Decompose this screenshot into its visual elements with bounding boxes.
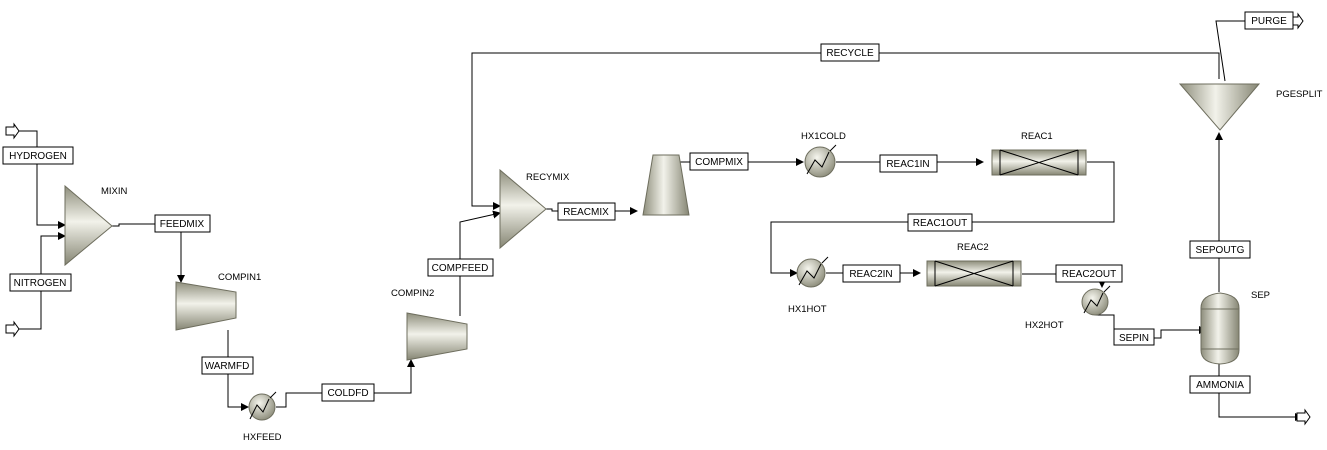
hxfeed-block[interactable]: HXFEED	[243, 391, 282, 443]
splitter-icon	[1178, 83, 1261, 131]
svg-text:HYDROGEN: HYDROGEN	[9, 151, 67, 162]
compfeed-line[interactable]	[459, 210, 501, 316]
sepin-stream-label[interactable]: SEPIN	[1113, 328, 1155, 346]
recymix-label: RECYMIX	[526, 172, 570, 183]
pgesplit-label: PGESPLIT	[1276, 89, 1323, 100]
hx1hot-label: HX1HOT	[788, 304, 827, 315]
compin1-block[interactable]: COMPIN1	[175, 272, 261, 331]
sepoutg-stream-label[interactable]: SEPOUTG	[1189, 240, 1251, 259]
compressor-icon	[175, 281, 237, 331]
reac1-label: REAC1	[1021, 131, 1053, 142]
compfeed-stream-label[interactable]: COMPFEED	[427, 258, 494, 277]
hydrogen-line[interactable]	[18, 130, 66, 229]
recymix-block[interactable]: RECYMIX	[499, 168, 570, 250]
mixin-label: MIXIN	[101, 186, 128, 197]
flash-drum-icon	[1200, 292, 1240, 365]
hx1cold-block[interactable]: HX1COLD	[801, 131, 846, 178]
svg-text:COLDFD: COLDFD	[327, 388, 368, 399]
feedmix-stream-label[interactable]: FEEDMIX	[154, 214, 211, 233]
sep-block[interactable]: SEP	[1200, 290, 1270, 365]
stream-labels: HYDROGEN NITROGEN FEEDMIX WARMFD COLDFD …	[2, 11, 1294, 402]
reacmix-stream-label[interactable]: REACMIX	[557, 202, 616, 221]
warmfd-line[interactable]	[227, 330, 249, 411]
coldfd-line[interactable]	[276, 359, 415, 408]
hx2hot-label: HX2HOT	[1025, 320, 1064, 331]
purge-stream-label[interactable]: PURGE	[1244, 11, 1294, 30]
hx2hot-block[interactable]: HX2HOT	[1025, 285, 1111, 331]
ammonia-product-arrow-icon	[1296, 408, 1311, 426]
svg-text:REAC1IN: REAC1IN	[886, 159, 929, 170]
hydrogen-stream-label[interactable]: HYDROGEN	[2, 146, 74, 165]
hydrogen-feed-arrow-icon	[5, 122, 20, 140]
svg-text:COMPMIX: COMPMIX	[695, 157, 743, 168]
reac2out-stream-label[interactable]: REAC2OUT	[1055, 264, 1123, 283]
compin1-label: COMPIN1	[218, 272, 261, 283]
pgesplit-block[interactable]: PGESPLIT	[1178, 83, 1323, 131]
svg-text:SEPOUTG: SEPOUTG	[1196, 245, 1245, 256]
heat-exchanger-icon	[1081, 288, 1109, 316]
coldfd-stream-label[interactable]: COLDFD	[321, 383, 375, 402]
hxfeed-label: HXFEED	[243, 432, 282, 443]
hx1cold-label: HX1COLD	[801, 131, 846, 142]
svg-text:NITROGEN: NITROGEN	[14, 278, 67, 289]
reac1out-stream-label[interactable]: REAC1OUT	[907, 213, 973, 232]
nitrogen-stream-label[interactable]: NITROGEN	[9, 273, 72, 292]
mixer-icon	[499, 168, 547, 250]
compin2-label: COMPIN2	[391, 288, 434, 299]
recycle-stream-label[interactable]: RECYCLE	[820, 43, 880, 62]
compmix-compressor-block[interactable]	[642, 154, 690, 216]
svg-text:RECYCLE: RECYCLE	[826, 48, 874, 59]
svg-text:PURGE: PURGE	[1251, 16, 1287, 27]
recycle-line[interactable]	[471, 52, 1220, 210]
svg-text:REAC2OUT: REAC2OUT	[1062, 269, 1116, 280]
svg-text:REAC2IN: REAC2IN	[849, 269, 892, 280]
heat-exchanger-icon	[804, 146, 836, 178]
reac2-label: REAC2	[957, 242, 989, 253]
reac2-block[interactable]: REAC2	[926, 242, 1022, 287]
svg-text:REAC1OUT: REAC1OUT	[913, 218, 967, 229]
heat-exchanger-icon	[248, 393, 276, 421]
svg-text:WARMFD: WARMFD	[205, 361, 250, 372]
compmix-stream-label[interactable]: COMPMIX	[689, 152, 749, 171]
feedmix-line[interactable]	[112, 223, 185, 283]
purge-line[interactable]	[1215, 17, 1288, 82]
sep-label: SEP	[1251, 290, 1270, 301]
compressor-icon	[642, 154, 690, 216]
svg-text:COMPFEED: COMPFEED	[432, 263, 489, 274]
reac1-block[interactable]: REAC1	[991, 131, 1087, 176]
heat-exchanger-icon	[796, 258, 826, 288]
ammonia-stream-label[interactable]: AMMONIA	[1189, 375, 1251, 394]
compressor-icon	[406, 312, 468, 361]
compin2-block[interactable]: COMPIN2	[391, 288, 468, 361]
svg-text:REACMIX: REACMIX	[563, 207, 609, 218]
mixin-block[interactable]: MIXIN	[64, 184, 128, 267]
svg-text:AMMONIA: AMMONIA	[1196, 380, 1244, 391]
hx1hot-block[interactable]: HX1HOT	[788, 256, 829, 315]
mixer-icon	[64, 184, 113, 267]
warmfd-stream-label[interactable]: WARMFD	[201, 356, 254, 375]
reac2in-stream-label[interactable]: REAC2IN	[842, 264, 901, 283]
svg-text:SEPIN: SEPIN	[1119, 333, 1149, 344]
svg-text:FEEDMIX: FEEDMIX	[160, 219, 205, 230]
nitrogen-feed-arrow-icon	[5, 320, 20, 338]
reac1in-stream-label[interactable]: REAC1IN	[879, 154, 938, 173]
